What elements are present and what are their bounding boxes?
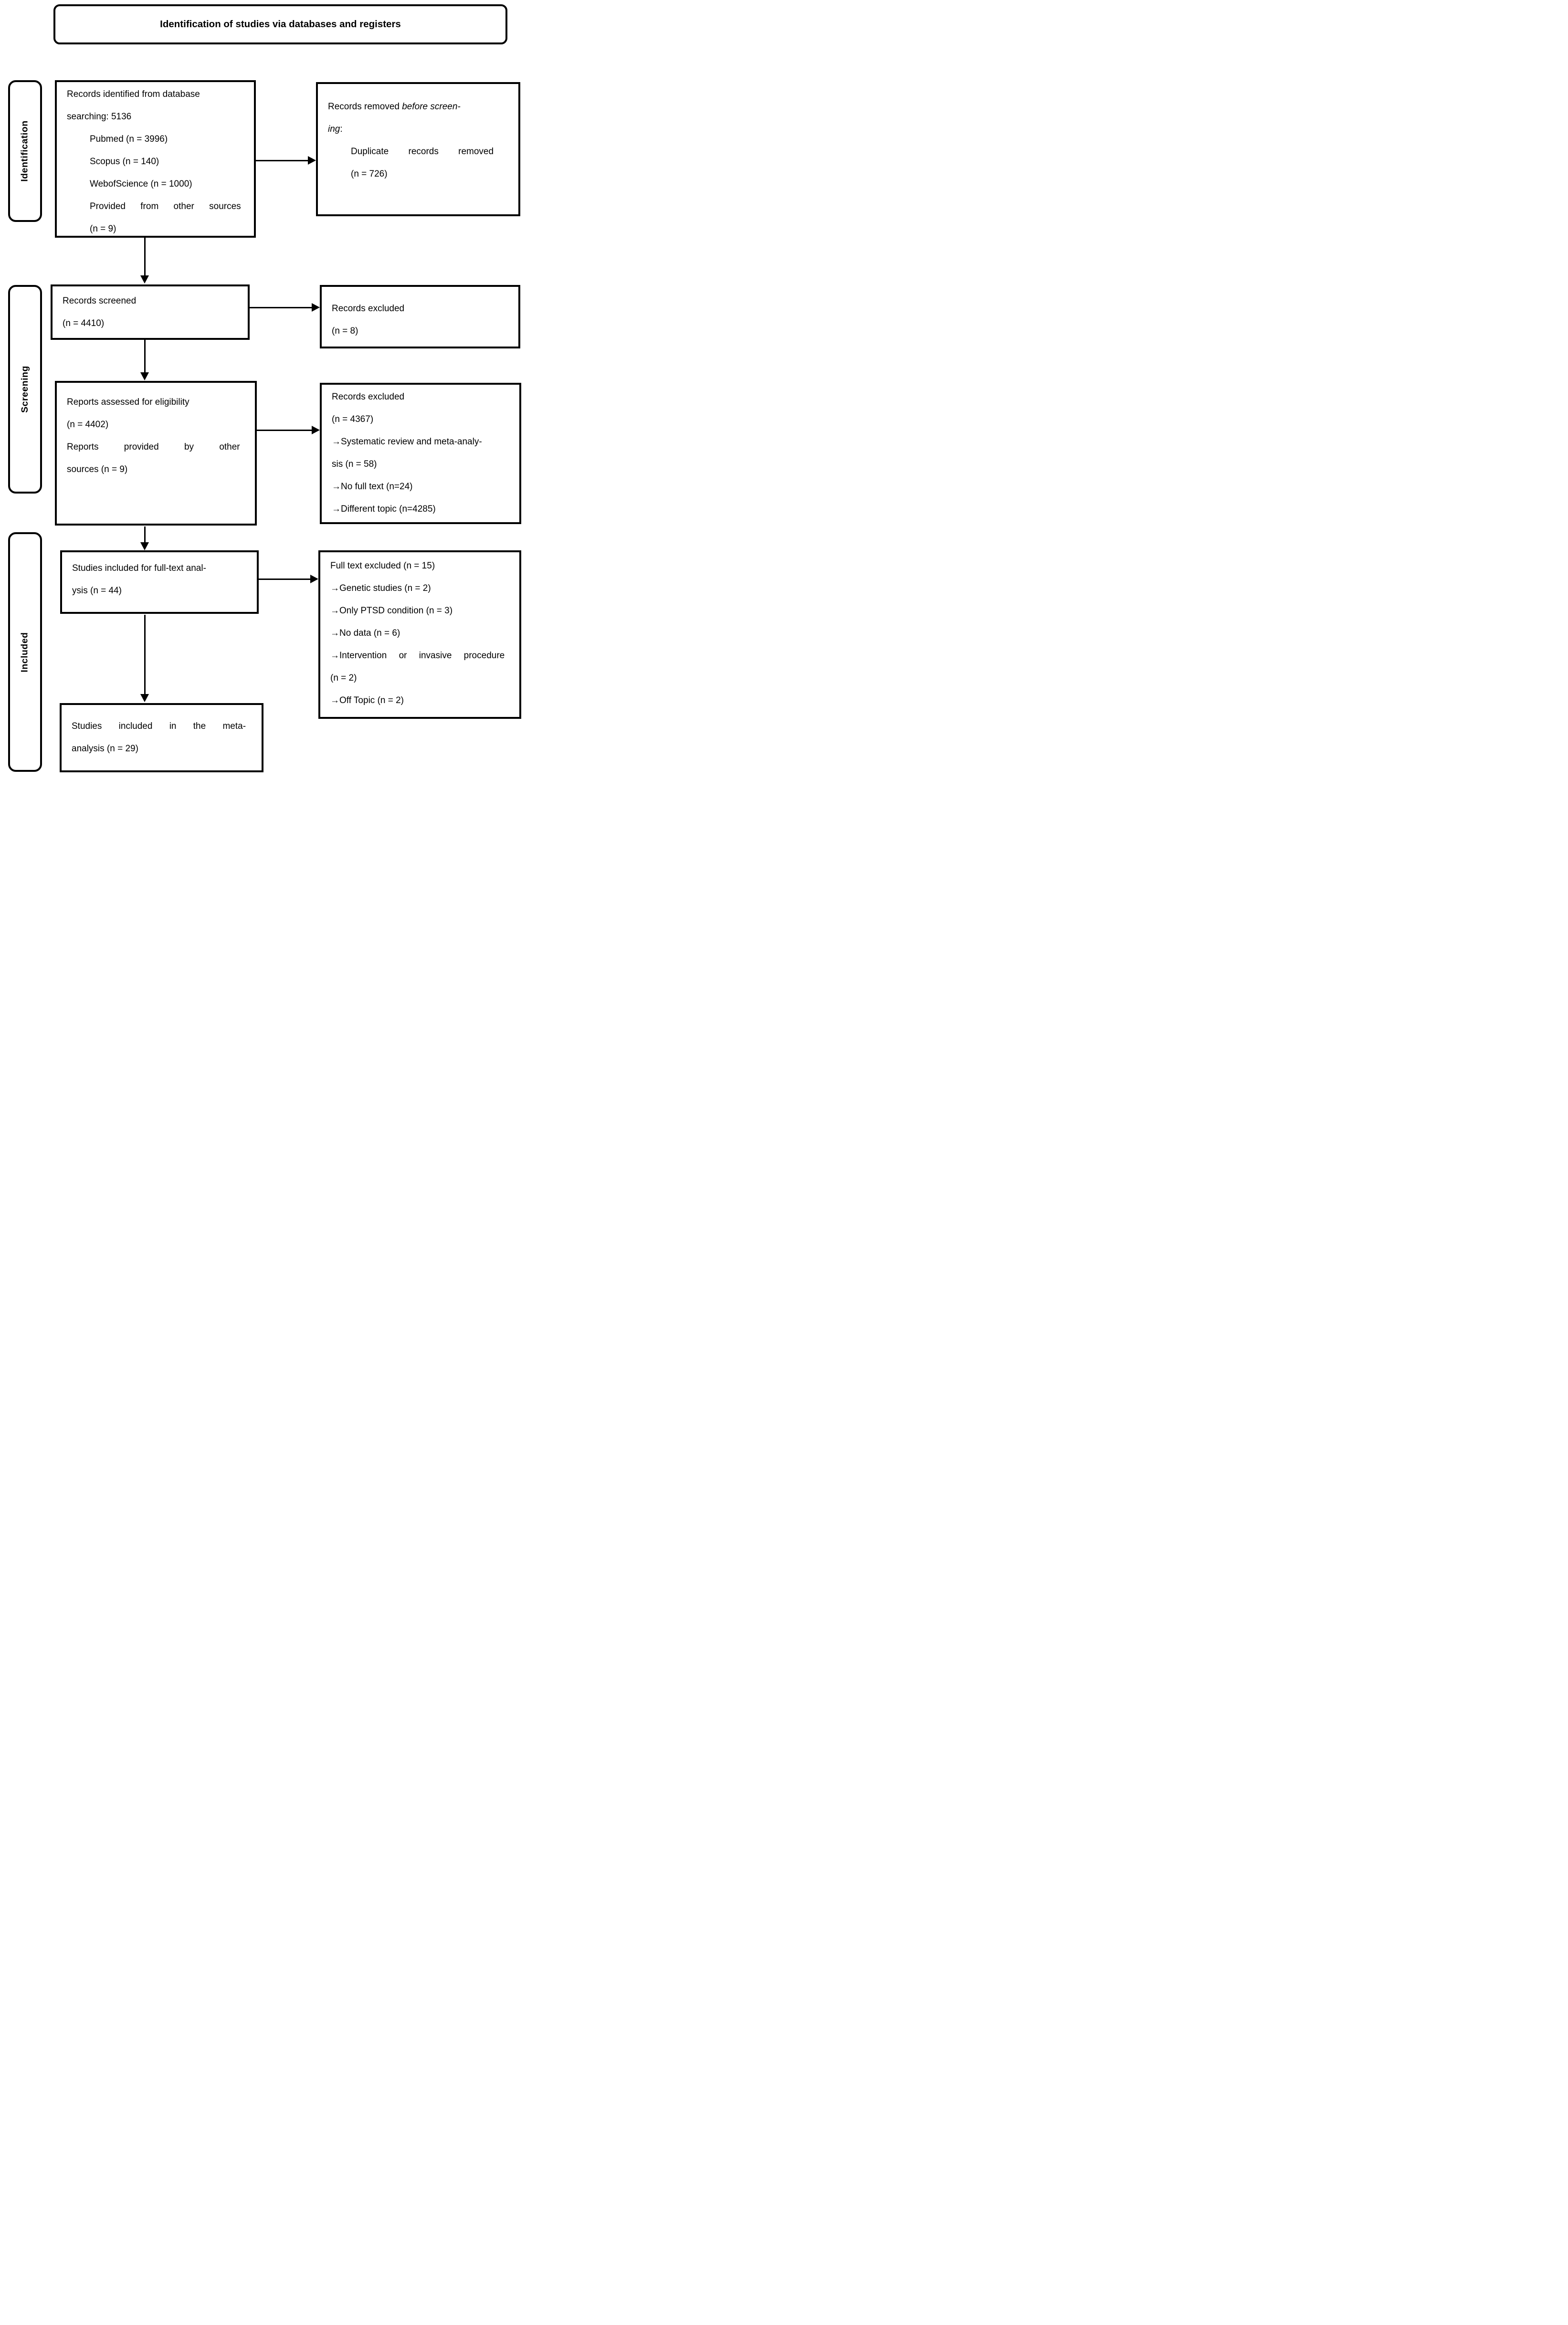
box-line: →Intervention or invasive procedure — [330, 651, 505, 661]
box-line: →No data (n = 6) — [330, 628, 400, 638]
included-meta-analysis-box: Studies included in the meta- analysis (… — [60, 703, 263, 772]
arrow-right-icon — [310, 575, 318, 583]
records-identified-box: Records identified from database searchi… — [55, 80, 256, 238]
box-line: Studies included for full-text anal- — [72, 563, 206, 573]
box-line: →No full text (n=24) — [332, 482, 413, 492]
box-line: sis (n = 58) — [332, 459, 377, 469]
box-line-text: : — [340, 124, 343, 134]
arrow-down-icon — [140, 275, 149, 284]
box-line-text: Records removed — [328, 102, 402, 112]
box-line: analysis (n = 29) — [72, 744, 138, 754]
arrow-assessed-to-excluded — [257, 426, 320, 435]
arrow-assessed-to-fulltext — [140, 526, 149, 550]
arrow-shaft — [144, 340, 146, 373]
arrow-shaft — [256, 160, 309, 161]
box-line: (n = 8) — [332, 326, 358, 336]
box-line: Reports provided by other — [67, 442, 240, 452]
stage-label-included: Included — [8, 532, 42, 772]
box-line: (n = 9) — [90, 224, 116, 234]
box-line: sources (n = 9) — [67, 464, 128, 474]
records-removed-before-screening-box: Records removed before screen- ing: Dupl… — [316, 82, 520, 216]
stage-label-screening-text: Screening — [20, 366, 31, 413]
box-line: Full text excluded (n = 15) — [330, 561, 435, 571]
box-line: →Only PTSD condition (n = 3) — [330, 606, 453, 616]
stage-label-identification-text: Identification — [20, 120, 30, 182]
box-line: Records excluded — [332, 392, 405, 402]
arrow-down-icon — [140, 372, 149, 380]
prisma-flow-diagram: Identification of studies via databases … — [0, 0, 523, 775]
title-box: Identification of studies via databases … — [53, 4, 507, 44]
box-line: WebofScience (n = 1000) — [90, 179, 192, 189]
box-line: Scopus (n = 140) — [90, 157, 159, 167]
arrow-fulltext-to-excluded — [259, 575, 318, 584]
records-screened-box: Records screened (n = 4410) — [51, 284, 250, 340]
stage-label-screening: Screening — [8, 285, 42, 494]
box-line: Studies included in the meta- — [72, 721, 246, 731]
arrow-down-icon — [140, 694, 149, 702]
box-line: →Different topic (n=4285) — [332, 504, 436, 514]
box-line-text-italic: before screen- — [402, 102, 461, 112]
page-title: Identification of studies via databases … — [160, 19, 401, 30]
box-line: (n = 726) — [351, 169, 388, 179]
box-line: ing: — [328, 118, 513, 140]
box-line: Duplicate records removed — [351, 147, 494, 157]
box-line: (n = 2) — [330, 673, 357, 683]
arrow-identified-to-screened — [140, 238, 149, 284]
box-line: Pubmed (n = 3996) — [90, 134, 168, 144]
records-excluded-eligibility-box: Records excluded (n = 4367) →Systematic … — [320, 383, 521, 524]
arrow-screened-to-excluded — [250, 303, 320, 312]
box-line: →Genetic studies (n = 2) — [330, 583, 431, 593]
box-line: searching: 5136 — [67, 112, 132, 122]
arrow-identified-to-removed — [256, 156, 316, 165]
box-line: ysis (n = 44) — [72, 586, 122, 596]
arrow-fulltext-to-included — [140, 615, 149, 702]
box-line: Records screened — [63, 296, 137, 306]
stage-label-identification: Identification — [8, 80, 42, 222]
stage-label-included-text: Included — [20, 631, 31, 673]
box-line: Reports assessed for eligibility — [67, 397, 189, 407]
box-line: Records excluded — [332, 304, 405, 314]
reports-assessed-box: Reports assessed for eligibility (n = 44… — [55, 381, 257, 526]
box-line: (n = 4410) — [63, 318, 105, 328]
arrow-right-icon — [312, 426, 320, 434]
arrow-screened-to-assessed — [140, 340, 149, 380]
box-line-text-italic: ing — [328, 124, 340, 134]
box-line: Records identified from database — [67, 89, 200, 99]
arrow-shaft — [144, 615, 146, 695]
box-line: Provided from other sources — [90, 201, 241, 211]
arrow-right-icon — [308, 156, 316, 165]
arrow-shaft — [257, 430, 313, 431]
arrow-down-icon — [140, 542, 149, 550]
arrow-right-icon — [312, 303, 320, 312]
box-line: (n = 4367) — [332, 414, 374, 424]
arrow-shaft — [259, 579, 311, 580]
box-line: Records removed before screen- — [328, 95, 513, 118]
box-line: →Systematic review and meta-analy- — [332, 437, 482, 447]
arrow-shaft — [250, 307, 313, 308]
arrow-shaft — [144, 526, 146, 543]
arrow-shaft — [144, 238, 146, 276]
fulltext-analysis-box: Studies included for full-text anal- ysi… — [60, 550, 259, 614]
records-excluded-screening-box: Records excluded (n = 8) — [320, 285, 520, 348]
fulltext-excluded-box: Full text excluded (n = 15) →Genetic stu… — [318, 550, 521, 719]
box-line: (n = 4402) — [67, 420, 109, 430]
box-line: →Off Topic (n = 2) — [330, 695, 404, 705]
